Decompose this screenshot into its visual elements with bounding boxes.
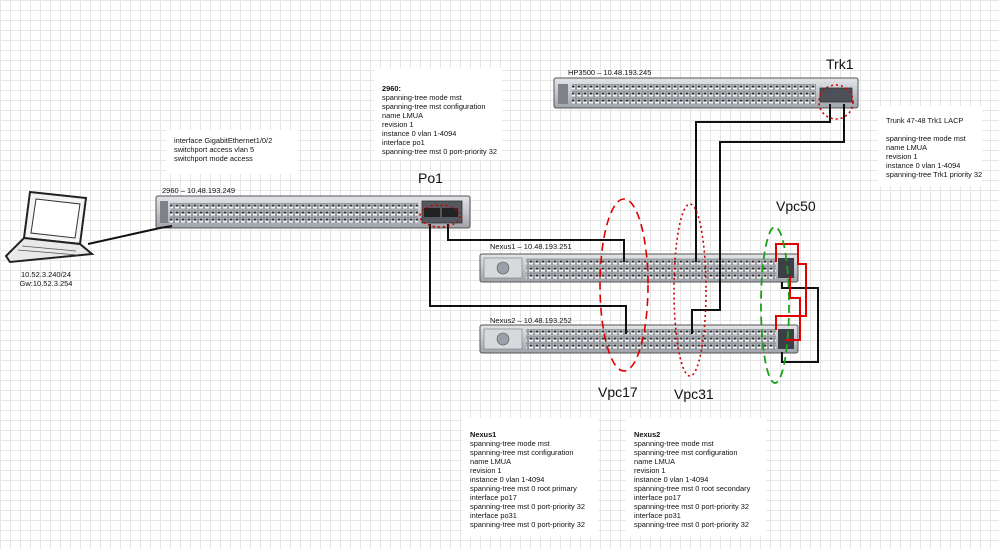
note-line: spanning-tree mode mst bbox=[470, 439, 550, 448]
note-line: spanning-tree mode mst bbox=[382, 93, 462, 102]
note-line: switchport access vlan 5 bbox=[174, 145, 255, 154]
note-line: instance 0 vlan 1-4094 bbox=[470, 475, 545, 484]
laptop-address: 10.52.3.240/24 Gw:10.52.3.254 bbox=[16, 270, 76, 288]
note-nexus2-config: Nexus2 spanning-tree mode mst spanning-t… bbox=[626, 418, 766, 536]
note-interface-config: interface GigabitEthernet1/0/2 switchpor… bbox=[166, 130, 298, 174]
note-trunk-config: Trunk 47-48 Trk1 LACP spanning-tree mode… bbox=[878, 106, 982, 186]
note-line: name LMUA bbox=[634, 457, 676, 466]
note-line: spanning-tree mode mst bbox=[634, 439, 714, 448]
note-line: spanning-tree mst 0 root primary bbox=[470, 484, 577, 493]
label-2960: 2960 – 10.48.193.249 bbox=[162, 186, 235, 195]
note-line: spanning-tree mst 0 root secondary bbox=[634, 484, 751, 493]
cable-2960-nexus2 bbox=[429, 224, 627, 334]
note-title: 2960: bbox=[382, 84, 401, 93]
vpc17-oval bbox=[599, 198, 649, 372]
note-line: interface GigabitEthernet1/0/2 bbox=[174, 136, 273, 145]
note-line: spanning-tree mode mst bbox=[886, 134, 966, 143]
note-line: revision 1 bbox=[382, 120, 414, 129]
note-line bbox=[886, 125, 974, 134]
note-line: switchport mode access bbox=[174, 154, 253, 163]
note-line: interface po1 bbox=[382, 138, 425, 147]
note-line: Trunk 47-48 Trk1 LACP bbox=[886, 116, 964, 125]
laptop-gateway: Gw:10.52.3.254 bbox=[19, 279, 73, 288]
note-nexus1-config: Nexus1 spanning-tree mode mst spanning-t… bbox=[462, 418, 598, 536]
cable-hp-nexus2 bbox=[691, 104, 845, 334]
switch-nexus1 bbox=[479, 253, 799, 283]
note-line: instance 0 vlan 1-4094 bbox=[382, 129, 457, 138]
cable-laptop-2960 bbox=[87, 225, 173, 245]
vpc31-oval bbox=[673, 203, 707, 377]
note-title: Nexus1 bbox=[470, 430, 497, 439]
note-title: Nexus2 bbox=[634, 430, 661, 439]
note-line: name LMUA bbox=[886, 143, 928, 152]
po1-oval bbox=[419, 204, 461, 228]
note-line: revision 1 bbox=[634, 466, 666, 475]
vpc50-oval bbox=[760, 226, 790, 384]
switch-nexus2 bbox=[479, 324, 799, 354]
note-2960-config: 2960: spanning-tree mode mst spanning-tr… bbox=[374, 68, 502, 160]
note-line: spanning-tree mst configuration bbox=[382, 102, 486, 111]
vpc50-peer-link bbox=[775, 243, 807, 341]
cable-2960-nexus1 bbox=[447, 224, 625, 262]
note-line: spanning-tree mst 0 port-priority 32 bbox=[634, 502, 750, 511]
label-hp3500: HP3500 – 10.48.193.245 bbox=[568, 68, 652, 77]
label-nexus1: Nexus1 – 10.48.193.251 bbox=[490, 242, 572, 251]
switch-hp3500 bbox=[553, 77, 859, 109]
laptop-ip: 10.52.3.240/24 bbox=[20, 270, 72, 279]
switch-2960 bbox=[155, 195, 471, 229]
note-line: interface po31 bbox=[470, 511, 517, 520]
trk1-oval bbox=[818, 84, 854, 120]
note-line: interface po31 bbox=[634, 511, 681, 520]
label-nexus2: Nexus2 – 10.48.193.252 bbox=[490, 316, 572, 325]
note-line: spanning-tree mst configuration bbox=[634, 448, 738, 457]
note-line: revision 1 bbox=[470, 466, 502, 475]
note-line: instance 0 vlan 1-4094 bbox=[634, 475, 709, 484]
note-line: interface po17 bbox=[634, 493, 681, 502]
laptop-icon bbox=[4, 190, 95, 264]
cable-peer-loop bbox=[781, 282, 819, 363]
cable-hp-nexus1 bbox=[695, 104, 831, 262]
cables bbox=[87, 104, 845, 363]
note-line: spanning-tree mst 0 port-priority 32 bbox=[470, 520, 586, 529]
note-line: spanning-tree mst 0 port-priority 32 bbox=[470, 502, 586, 511]
note-line: spanning-tree mst 0 port-priority 32 bbox=[634, 520, 750, 529]
note-line: interface po17 bbox=[470, 493, 517, 502]
label-vpc31: Vpc31 bbox=[674, 386, 714, 402]
label-trk1: Trk1 bbox=[826, 56, 854, 72]
note-line: spanning-tree mst 0 port-priority 32 bbox=[382, 147, 498, 156]
label-vpc50: Vpc50 bbox=[776, 198, 816, 214]
label-vpc17: Vpc17 bbox=[598, 384, 638, 400]
note-line: name LMUA bbox=[382, 111, 424, 120]
note-line: revision 1 bbox=[886, 152, 918, 161]
note-line: spanning-tree mst configuration bbox=[470, 448, 574, 457]
note-line: spanning-tree Trk1 priority 32 bbox=[886, 170, 983, 179]
label-po1: Po1 bbox=[418, 170, 443, 186]
note-line: instance 0 vlan 1-4094 bbox=[886, 161, 961, 170]
note-line: name LMUA bbox=[470, 457, 512, 466]
